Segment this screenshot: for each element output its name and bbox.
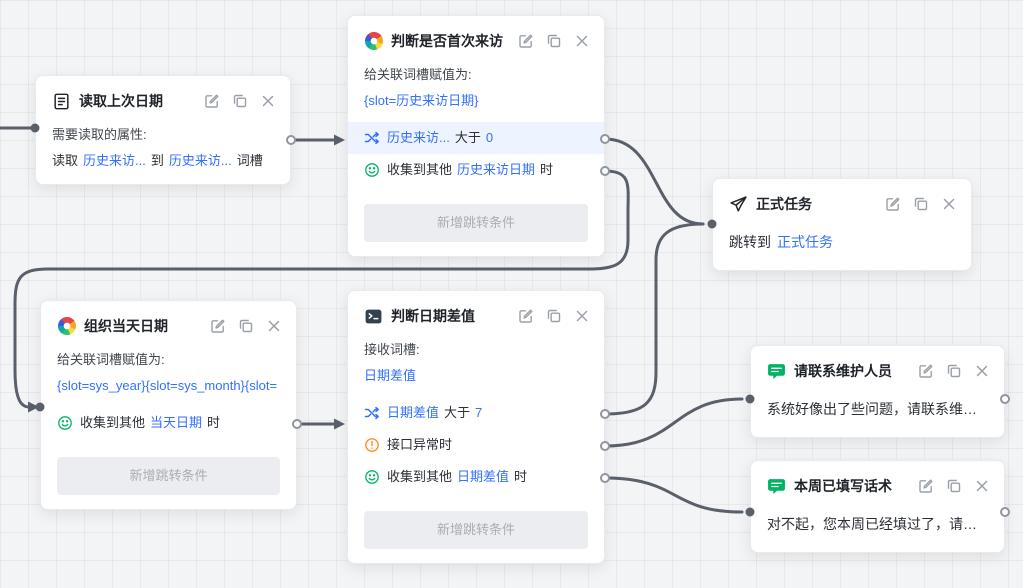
assign-label: 给关联词槽赋值为: (364, 67, 472, 82)
close-icon[interactable] (974, 363, 990, 379)
read-prefix: 读取 (52, 153, 79, 168)
edit-icon[interactable] (918, 478, 934, 494)
node-title: 组织当天日期 (84, 318, 168, 334)
document-icon (52, 92, 71, 111)
color-wheel-icon (364, 32, 383, 51)
node-title: 正式任务 (756, 196, 812, 212)
smiley-icon (364, 469, 380, 485)
receive-label: 接收词槽: (364, 342, 420, 357)
smiley-icon (57, 415, 73, 431)
condition-row[interactable]: 历史来访... 大于 0 (348, 122, 604, 154)
edge-history-gt0-to-formal-task[interactable] (603, 137, 705, 226)
reply-message: 系统好像出了些问题，请联系维… (767, 401, 977, 417)
condition-value[interactable]: 0 (485, 130, 494, 145)
copy-icon[interactable] (913, 196, 929, 212)
to-label: 到 (150, 153, 164, 168)
node-formal-task[interactable]: 正式任务 跳转到 正式任务 (712, 178, 972, 271)
condition-value[interactable]: 7 (475, 405, 483, 420)
edit-icon[interactable] (204, 93, 220, 109)
edge-diff-gt7-to-formal-task[interactable] (603, 222, 705, 416)
receive-slot[interactable]: 日期差值 (364, 368, 417, 383)
collect-suffix: 时 (514, 469, 528, 484)
assign-value[interactable]: {slot=历史来访日期} (364, 93, 479, 108)
assign-label: 给关联词槽赋值为: (57, 352, 165, 367)
collect-row[interactable]: 收集到其他 当天日期 时 (41, 407, 296, 439)
arrowhead-judge-diff (334, 418, 345, 430)
api-error-label: 接口异常时 (387, 437, 453, 452)
color-wheel-icon (57, 317, 76, 336)
edit-icon[interactable] (885, 196, 901, 212)
smiley-icon (364, 162, 380, 178)
collect-slot[interactable]: 历史来访日期 (457, 162, 536, 177)
collect-prefix: 收集到其他 (80, 415, 146, 430)
edit-icon[interactable] (210, 318, 226, 334)
collect-row[interactable]: 收集到其他 日期差值 时 (348, 461, 604, 493)
slot-link-from[interactable]: 历史来访... (83, 153, 146, 168)
shuffle-icon (364, 130, 380, 146)
node-title: 本周已填写话术 (794, 478, 892, 494)
reply-message: 对不起，您本周已经填过了，请… (767, 516, 977, 532)
node-read-last-date[interactable]: 读取上次日期 需要读取的属性: 读取 历史来访... 到 历史来访... 词槽 (35, 75, 291, 185)
node-contact-maintenance[interactable]: 请联系维护人员 系统好像出了些问题，请联系维… (750, 345, 1005, 438)
copy-icon[interactable] (238, 318, 254, 334)
add-jump-condition-button[interactable]: 新增跳转条件 (364, 204, 588, 242)
edge-collect-diff-to-week-filled[interactable] (603, 476, 744, 514)
condition-operator: 大于 (454, 130, 481, 145)
close-icon[interactable] (941, 196, 957, 212)
close-icon[interactable] (574, 33, 590, 49)
chat-bubble-icon (767, 362, 786, 381)
jump-label: 跳转到 (729, 234, 771, 250)
edge-collect-history-to-organize-today[interactable] (13, 169, 630, 409)
copy-icon[interactable] (546, 308, 562, 324)
collect-suffix: 时 (540, 162, 554, 177)
condition-slot[interactable]: 历史来访... (387, 130, 450, 145)
copy-icon[interactable] (232, 93, 248, 109)
slot-suffix: 词槽 (236, 153, 263, 168)
api-error-row[interactable]: 接口异常时 (348, 429, 604, 461)
close-icon[interactable] (574, 308, 590, 324)
jump-target-link[interactable]: 正式任务 (777, 234, 833, 250)
collect-slot[interactable]: 日期差值 (457, 469, 510, 484)
copy-icon[interactable] (546, 33, 562, 49)
close-icon[interactable] (266, 318, 282, 334)
node-title: 判断是否首次来访 (391, 33, 503, 49)
arrowhead-organize-today (28, 401, 39, 413)
node-title: 读取上次日期 (79, 93, 163, 109)
condition-row[interactable]: 日期差值 大于 7 (348, 397, 604, 429)
node-week-filled[interactable]: 本周已填写话术 对不起，您本周已经填过了，请… (750, 460, 1005, 553)
node-judge-date-diff[interactable]: 判断日期差值 接收词槽: 日期差值 日期差值 大于 7 接口异常 (347, 290, 605, 564)
add-jump-condition-button[interactable]: 新增跳转条件 (57, 457, 280, 495)
chat-bubble-icon (767, 477, 786, 496)
node-title: 请联系维护人员 (794, 363, 892, 379)
edit-icon[interactable] (518, 308, 534, 324)
edit-icon[interactable] (518, 33, 534, 49)
collect-suffix: 时 (207, 415, 221, 430)
close-icon[interactable] (974, 478, 990, 494)
condition-operator: 大于 (444, 405, 471, 420)
slot-link-to[interactable]: 历史来访... (168, 153, 232, 168)
send-icon (729, 195, 748, 214)
collect-prefix: 收集到其他 (387, 469, 453, 484)
node-judge-first-visit[interactable]: 判断是否首次来访 给关联词槽赋值为: {slot=历史来访日期} 历史来访...… (347, 15, 605, 257)
copy-icon[interactable] (946, 478, 962, 494)
condition-slot[interactable]: 日期差值 (387, 405, 440, 420)
assign-value[interactable]: {slot=sys_year}{slot=sys_month}{slot= (57, 378, 278, 393)
node-title: 判断日期差值 (391, 308, 475, 324)
edge-api-error-to-contact-maintenance[interactable] (603, 397, 744, 448)
collect-slot[interactable]: 当天日期 (150, 415, 203, 430)
attribute-label: 需要读取的属性: (52, 127, 147, 142)
edit-icon[interactable] (918, 363, 934, 379)
copy-icon[interactable] (946, 363, 962, 379)
node-organize-today[interactable]: 组织当天日期 给关联词槽赋值为: {slot=sys_year}{slot=sy… (40, 300, 297, 510)
warning-icon (364, 437, 380, 453)
shuffle-icon (364, 405, 380, 421)
collect-prefix: 收集到其他 (387, 162, 453, 177)
arrowhead-judge-first (334, 134, 345, 146)
terminal-icon (364, 307, 383, 326)
close-icon[interactable] (260, 93, 276, 109)
collect-row[interactable]: 收集到其他 历史来访日期 时 (348, 154, 604, 186)
add-jump-condition-button[interactable]: 新增跳转条件 (364, 511, 588, 549)
